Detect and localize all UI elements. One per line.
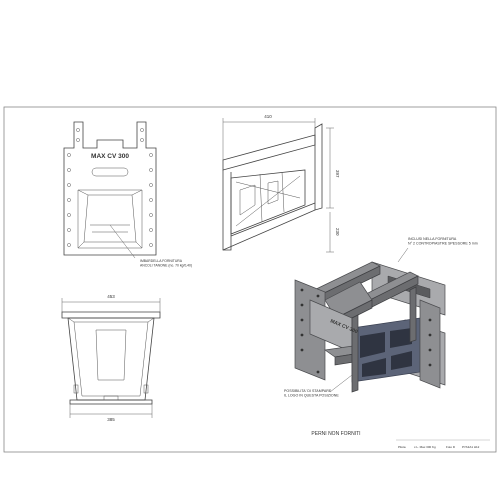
plan-view [61,298,161,418]
front-view-label: MAX CV 300 [91,153,129,160]
plan-dim-bottom: 385 [107,417,115,422]
side-dim-right: 397 [335,170,340,178]
side-dim-top: 410 [264,114,272,119]
title-block-1: Pilota [398,445,406,449]
title-block-2: c.L. Max 300 Kg [414,445,436,449]
side-dim-bottom: 230 [335,228,340,236]
iso-note-top: INCLUSI NELLA FORNITURA N° 2 CONTROPIAST… [408,237,478,246]
isometric-view [294,247,446,393]
front-view [63,121,157,259]
front-view-note: IMBARDELLA FORNITURA ANCOLI TANONE (no. … [140,259,192,268]
footer-note: PERNI NON FORNITI [311,431,360,437]
title-block-4: P7A3A1 H12 [462,445,480,449]
iso-note-bottom: POSSIBILITA' DI STAMPARE IL LOGO IN QUES… [284,389,339,398]
plan-dim-top: 453 [107,294,115,299]
title-block-3: Foto D [446,445,456,449]
sheet-border [3,106,497,453]
side-view [222,118,334,253]
